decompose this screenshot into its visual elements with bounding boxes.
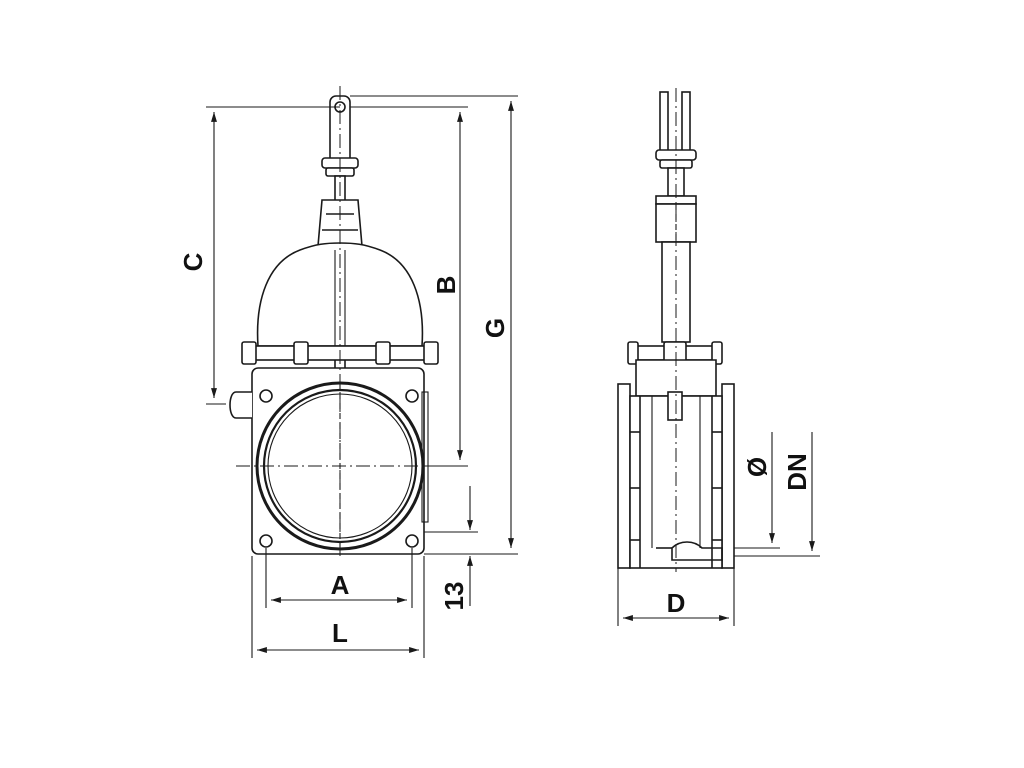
dim-D <box>617 568 735 626</box>
side-body <box>617 359 735 569</box>
label-B: B <box>431 276 461 295</box>
side-stem <box>655 91 697 197</box>
label-DN: DN <box>782 453 812 491</box>
bolt-holes <box>259 389 419 548</box>
side-bonnet-flange <box>627 341 723 365</box>
valve-body <box>229 367 429 555</box>
label-C: C <box>178 252 208 271</box>
dim-C <box>206 106 340 405</box>
label-13: 13 <box>439 582 469 611</box>
dim-B <box>350 106 468 467</box>
label-D: D <box>667 588 686 618</box>
dim-A <box>265 548 413 608</box>
dim-DN <box>734 432 820 557</box>
gland <box>317 199 363 247</box>
dim-L <box>251 556 425 658</box>
front-view: C B G 13 A L <box>178 86 518 658</box>
label-L: L <box>332 618 348 648</box>
label-diameter: Ø <box>742 457 772 477</box>
dim-diameter <box>734 432 780 549</box>
side-view: D Ø DN <box>617 88 820 626</box>
label-G: G <box>480 318 510 338</box>
label-A: A <box>331 570 350 600</box>
dim-13 <box>424 486 478 606</box>
